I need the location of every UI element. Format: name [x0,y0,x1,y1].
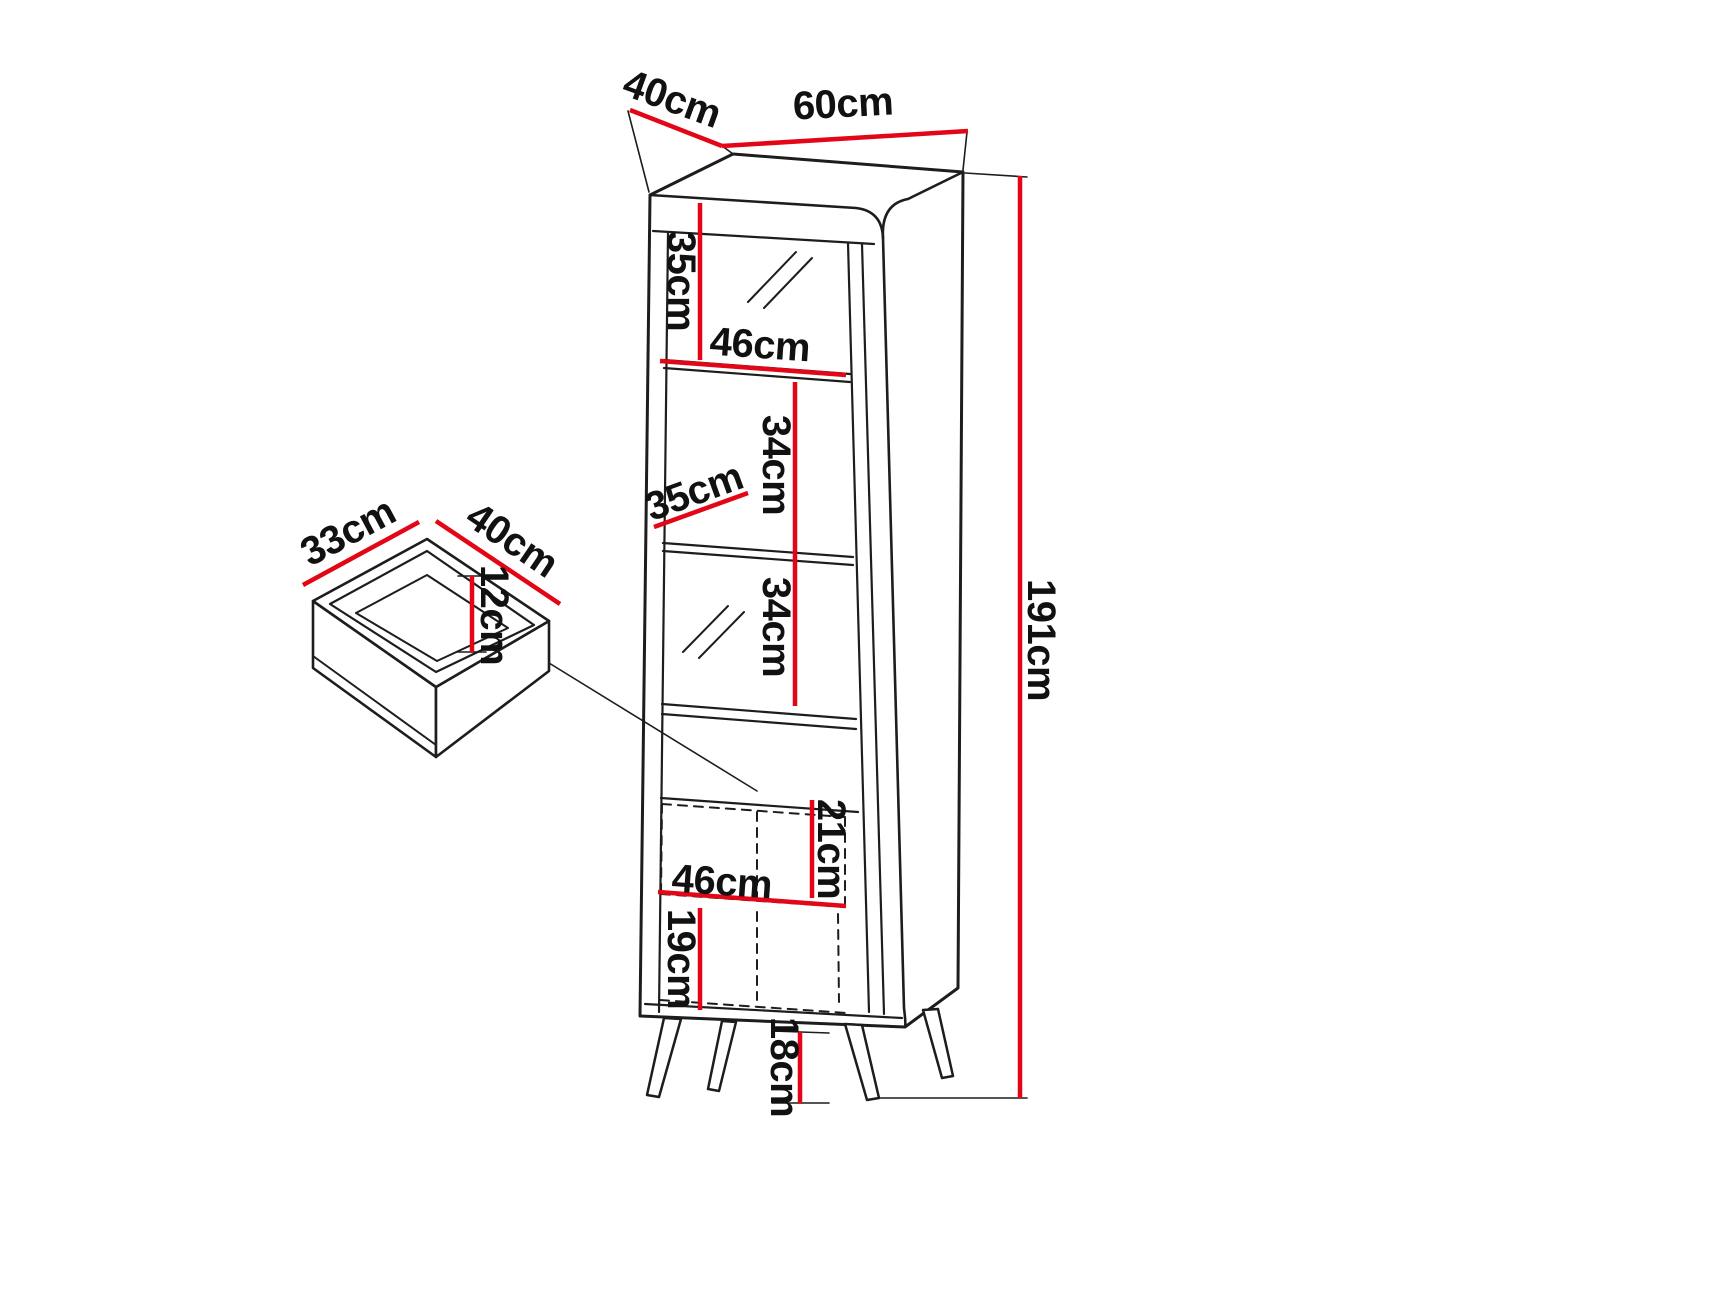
cabinet-shelf-3 [660,702,858,731]
label-leg-height: 18cm [762,1017,806,1117]
label-section3-height: 34cm [754,577,798,677]
label-drawer-height: 12cm [472,565,516,665]
glass-reflection-middle [682,605,745,659]
ext-line-height-top [964,172,1028,178]
drawer-leader-line [548,662,758,792]
label-base-section-height: 19cm [659,909,703,1009]
extension-lines [457,110,1028,1104]
label-section1-height: 35cm [659,231,703,331]
cabinet-door-edge-line-1 [846,241,871,1014]
dim-line-top-width [721,128,969,149]
drawer-floor [355,574,509,662]
cabinet-top-corner-edge [881,170,965,240]
cabinet-shelf-2 [661,541,855,567]
label-inner-width-lower: 46cm [670,857,773,908]
cabinet-drawing [638,152,965,1102]
cabinet-door-edge-line-2 [860,242,886,1016]
cabinet-top-board-line [651,229,876,246]
cabinet-drawer-front-bottom-line [659,796,860,814]
glass-reflection-top [747,251,813,309]
label-section2-height: 34cm [754,415,798,515]
drawer-front-panel-line [312,655,437,746]
drawer-rim-inner [328,549,536,674]
cabinet-bottom-board-line [643,1002,904,1020]
label-lower-compartment-height: 21cm [809,799,853,899]
label-inner-width-upper: 46cm [708,320,811,371]
dim-line-inner-width-lower [657,889,847,909]
drawer-detail-drawing [311,537,758,792]
label-top-width: 60cm [792,79,894,128]
dim-line-inner-width-upper [659,358,847,378]
drawer-rim-outer [311,537,551,689]
leg-back-right [921,1007,955,1080]
label-total-height: 191cm [1019,579,1063,701]
leg-back-left [706,1019,738,1093]
dimension-lines [301,107,1023,1103]
leg-front-left [645,1016,683,1099]
ext-line-width-top [962,131,968,171]
dim-line-top-depth [629,107,723,149]
dim-line-drawer-width [434,519,562,606]
ext-line-depth-top [627,110,650,193]
dim-line-drawer-depth [301,520,421,587]
leg-front-right [843,1022,881,1102]
dim-line-shelf-depth [653,490,749,530]
